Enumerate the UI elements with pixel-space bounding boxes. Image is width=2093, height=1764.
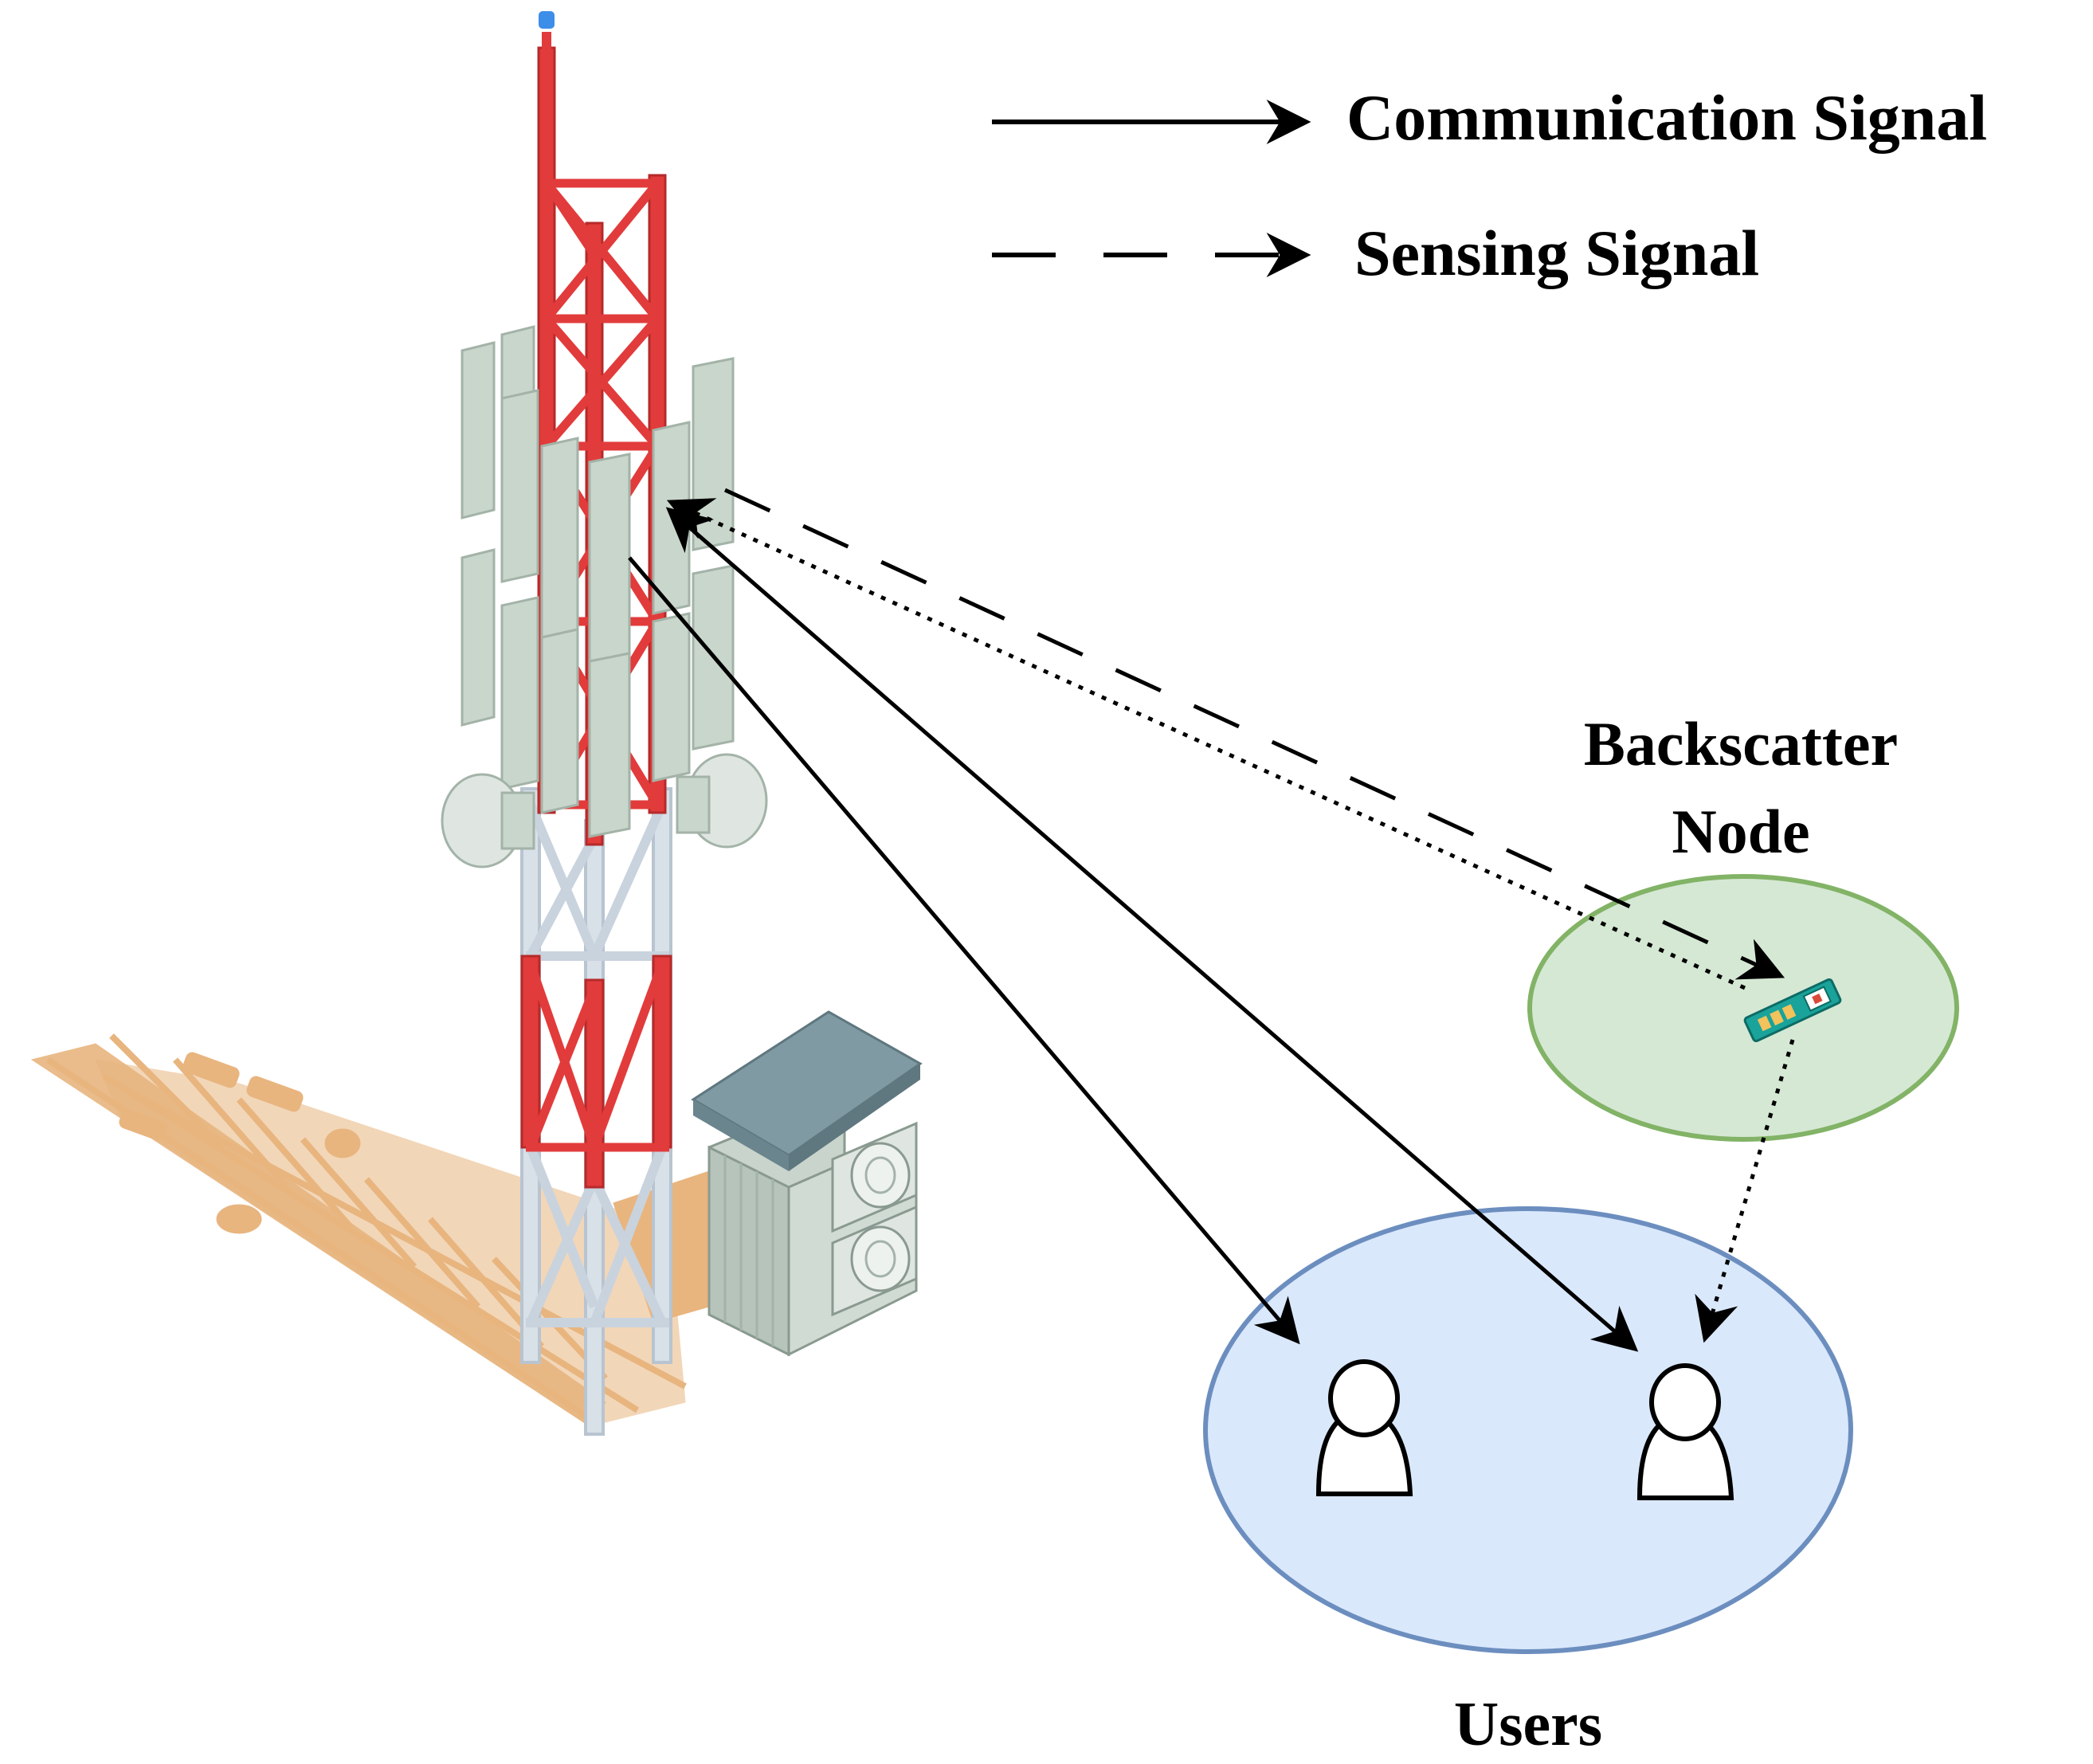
backscatter-signal-to-tower bbox=[666, 498, 1746, 990]
sensing-signal-to-node bbox=[723, 488, 1785, 980]
microwave-dish-right bbox=[676, 753, 768, 849]
legend: Communication Signal Sensing Signal bbox=[992, 81, 1987, 289]
user-icon-right bbox=[1636, 1363, 1734, 1500]
backscatter-label-line1: Backscatter bbox=[1584, 709, 1898, 778]
backscatter-label-line2: Node bbox=[1672, 797, 1809, 866]
signal-lines bbox=[628, 488, 1795, 1352]
legend-sensing: Sensing Signal bbox=[992, 217, 1759, 289]
comm-signal-right-user bbox=[665, 507, 1639, 1352]
users-area: Users bbox=[1203, 1206, 1853, 1758]
legend-sensing-label: Sensing Signal bbox=[1354, 217, 1759, 289]
tower-shadow bbox=[30, 1033, 710, 1427]
backscatter-chip-icon bbox=[1743, 978, 1842, 1043]
user-icon-left bbox=[1315, 1359, 1413, 1496]
legend-communication: Communication Signal bbox=[992, 81, 1987, 154]
microwave-dish-left bbox=[441, 773, 535, 868]
beacon-light bbox=[539, 11, 555, 29]
equipment-cabinet bbox=[691, 1010, 923, 1357]
backscatter-node-area: Backscatter Node bbox=[1527, 709, 1959, 1142]
users-ellipse bbox=[1203, 1206, 1853, 1654]
backscatter-signal-to-user bbox=[1695, 1039, 1795, 1343]
legend-communication-label: Communication Signal bbox=[1346, 81, 1987, 154]
tower-lower-braces bbox=[526, 802, 669, 1327]
backscatter-ellipse bbox=[1527, 874, 1959, 1142]
users-label: Users bbox=[1454, 1689, 1602, 1758]
